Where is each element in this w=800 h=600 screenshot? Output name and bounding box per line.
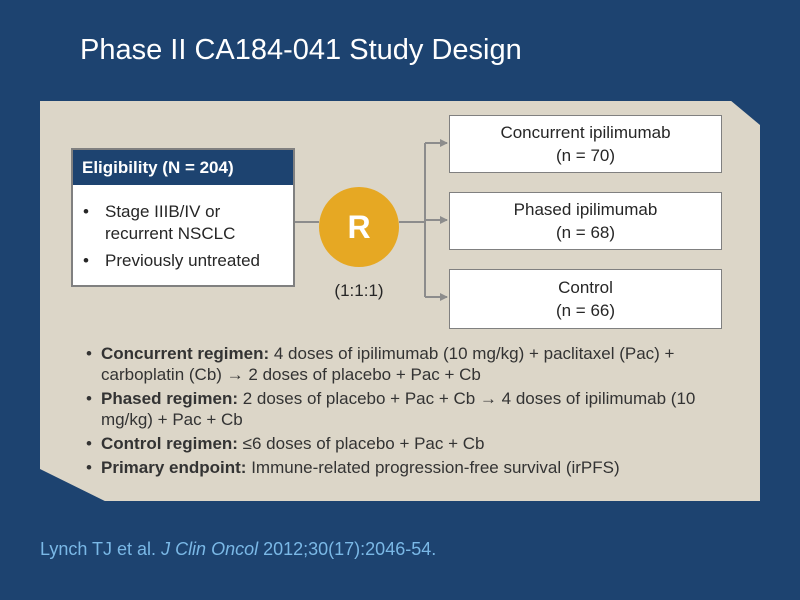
regimen-item: Primary endpoint: Immune-related progres… (86, 457, 746, 478)
arm-concurrent-box: Concurrent ipilimumab (n = 70) (449, 115, 722, 173)
citation: Lynch TJ et al. J Clin Oncol 2012;30(17)… (40, 539, 436, 560)
arm-count: (n = 70) (555, 146, 616, 165)
arm-name: Concurrent ipilimumab (500, 123, 671, 142)
eligibility-criterion: Previously untreated (73, 250, 293, 272)
arm-control-box: Control (n = 66) (449, 269, 722, 329)
regimen-text: Immune-related progression-free survival… (246, 458, 620, 477)
arm-name: Control (558, 278, 613, 297)
regimen-item: Control regimen: ≤6 doses of placebo + P… (86, 433, 746, 454)
arm-count: (n = 68) (555, 223, 616, 242)
regimen-label: Primary endpoint: (101, 458, 247, 477)
citation-reference: 2012;30(17):2046-54. (258, 539, 437, 559)
regimen-text: ≤6 doses of placebo + Pac + Cb (237, 434, 485, 453)
regimen-label: Control regimen: (101, 434, 238, 453)
eligibility-header: Eligibility (N = 204) (73, 150, 293, 185)
regimen-item: Concurrent regimen: 4 doses of ipilimuma… (86, 343, 746, 385)
arm-name: Phased ipilimumab (513, 200, 658, 219)
regimen-text: 2 doses of placebo + Pac + Cb → 4 doses … (101, 389, 696, 429)
arm-phased-box: Phased ipilimumab (n = 68) (449, 192, 722, 250)
eligibility-box: Eligibility (N = 204) Stage IIIB/IV or r… (71, 148, 295, 287)
arm-count: (n = 66) (555, 301, 616, 320)
regimen-item: Phased regimen: 2 doses of placebo + Pac… (86, 388, 746, 430)
regimen-label: Concurrent regimen: (101, 344, 270, 363)
regimen-label: Phased regimen: (101, 389, 238, 408)
randomization-circle: R (319, 187, 399, 267)
regimen-list: Concurrent regimen: 4 doses of ipilimuma… (86, 343, 746, 481)
regimen-text: 4 doses of ipilimumab (10 mg/kg) + pacli… (101, 344, 675, 384)
citation-authors: Lynch TJ et al. (40, 539, 162, 559)
citation-journal: J Clin Oncol (161, 539, 259, 559)
slide-title: Phase II CA184-041 Study Design (80, 34, 522, 66)
randomization-ratio: (1:1:1) (334, 281, 384, 300)
eligibility-criterion: Stage IIIB/IV or recurrent NSCLC (73, 201, 293, 245)
eligibility-criteria-list: Stage IIIB/IV or recurrent NSCLC Previou… (73, 201, 293, 272)
